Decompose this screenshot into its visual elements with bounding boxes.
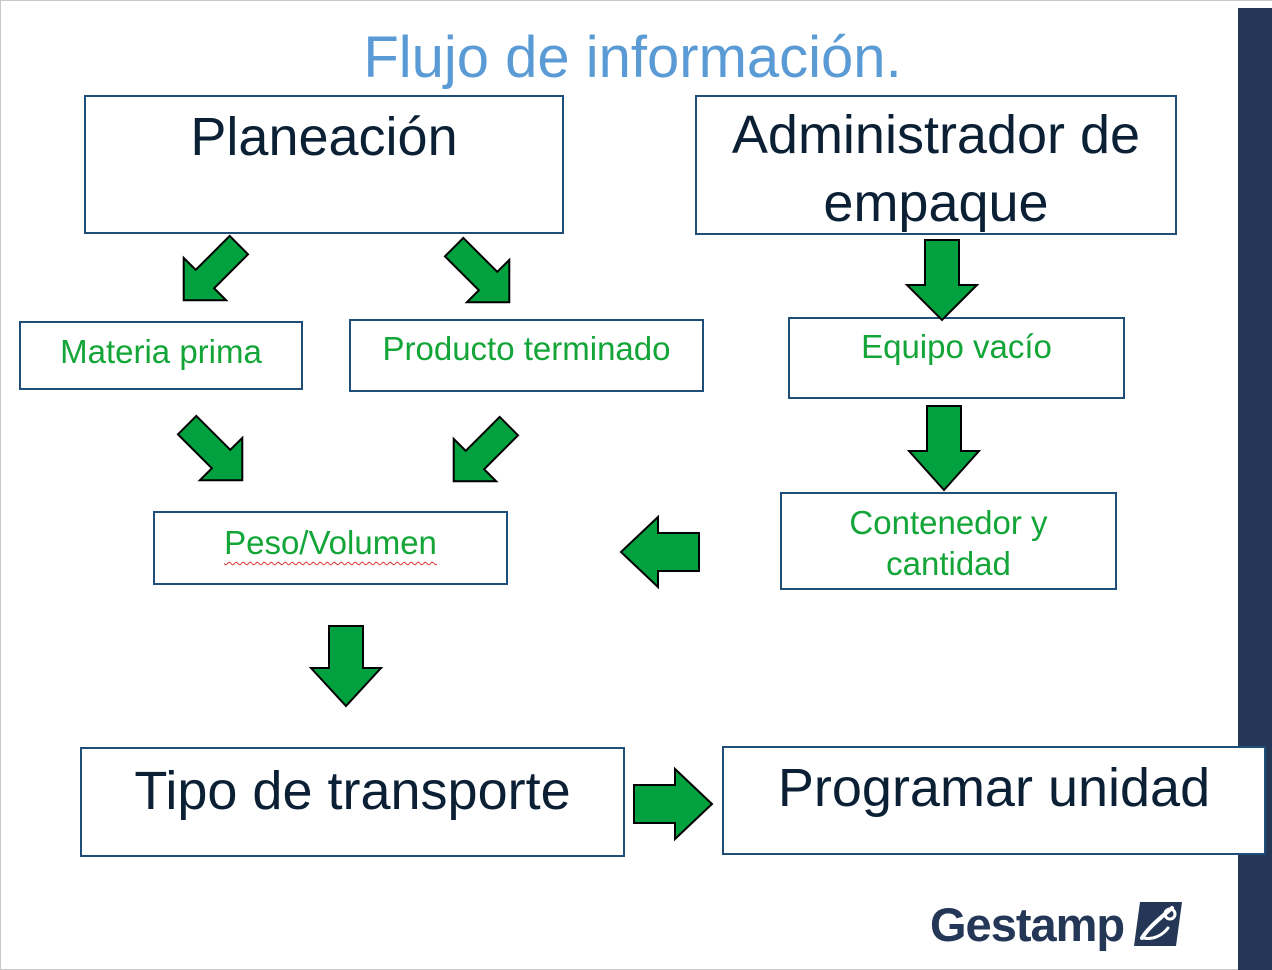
arrow-materia-prima-to-peso-volumen [176, 414, 244, 482]
box-administrador-empaque: Administrador de empaque [695, 95, 1177, 235]
arrow-administrador-to-equipo-vacio [904, 239, 980, 322]
logo-text: Gestamp [930, 897, 1125, 951]
box-contenedor-label-line1: Contenedor y [849, 504, 1048, 541]
box-peso-volumen-label: Peso/Volumen [224, 524, 437, 561]
box-tipo-transporte: Tipo de transporte [80, 747, 625, 857]
slide-title: Flujo de información. [363, 25, 902, 90]
gestamp-logo: Gestamp [930, 892, 1184, 956]
arrow-peso-volumen-to-tipo-transporte [308, 625, 384, 708]
box-administrador-label-line2: empaque [823, 173, 1049, 233]
box-producto-terminado: Producto terminado [349, 319, 704, 392]
box-programar-unidad: Programar unidad [722, 746, 1266, 855]
arrow-planeacion-to-materia-prima [182, 234, 250, 302]
box-planeacion: Planeación [84, 95, 564, 234]
box-equipo-vacio-label: Equipo vacío [861, 328, 1052, 365]
box-contenedor-cantidad: Contenedor y cantidad [780, 492, 1117, 590]
arrow-contenedor-to-peso-volumen [619, 514, 700, 590]
box-programar-unidad-label: Programar unidad [777, 758, 1211, 818]
arrow-equipo-vacio-to-contenedor [906, 405, 982, 492]
arrow-planeacion-to-producto-terminado [443, 236, 511, 304]
box-equipo-vacio: Equipo vacío [788, 317, 1125, 399]
arrow-producto-terminado-to-peso-volumen [452, 415, 520, 483]
box-materia-prima: Materia prima [19, 321, 303, 390]
box-planeacion-label: Planeación [190, 107, 458, 167]
box-contenedor-label-line2: cantidad [886, 545, 1011, 582]
box-peso-volumen: Peso/Volumen [153, 511, 508, 585]
box-administrador-label-line1: Administrador de [731, 105, 1141, 165]
arrow-tipo-transporte-to-programar-unidad [633, 766, 714, 842]
box-producto-terminado-label: Producto terminado [382, 330, 671, 367]
box-tipo-transporte-label: Tipo de transporte [134, 761, 571, 821]
gestamp-logo-icon [1134, 902, 1183, 946]
box-materia-prima-label: Materia prima [60, 333, 262, 370]
